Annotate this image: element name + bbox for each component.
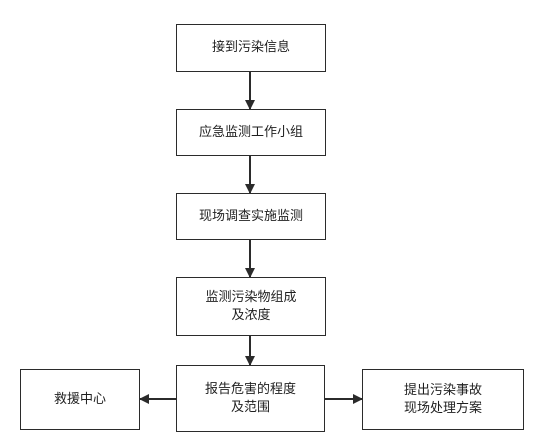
node-onsite-monitoring-label: 现场调查实施监测 bbox=[198, 208, 303, 224]
node-rescue-center: 救援中心 bbox=[20, 369, 140, 430]
node-rescue-center-label: 救援中心 bbox=[53, 391, 106, 407]
node-propose-plan: 提出污染事故 现场处理方案 bbox=[362, 369, 524, 430]
node-emergency-team-label: 应急监测工作小组 bbox=[198, 124, 303, 140]
node-emergency-team: 应急监测工作小组 bbox=[176, 109, 326, 156]
node-receive-info-label: 接到污染信息 bbox=[211, 40, 290, 55]
node-report-hazard: 报告危害的程度 及范围 bbox=[176, 365, 325, 432]
node-propose-plan-label: 提出污染事故 现场处理方案 bbox=[403, 382, 482, 416]
node-receive-info: 接到污染信息 bbox=[176, 24, 326, 72]
node-monitor-composition: 监测污染物组成 及浓度 bbox=[176, 277, 326, 336]
node-report-hazard-label: 报告危害的程度 及范围 bbox=[204, 381, 296, 415]
node-monitor-composition-label: 监测污染物组成 及浓度 bbox=[205, 289, 297, 323]
node-onsite-monitoring: 现场调查实施监测 bbox=[176, 193, 326, 240]
